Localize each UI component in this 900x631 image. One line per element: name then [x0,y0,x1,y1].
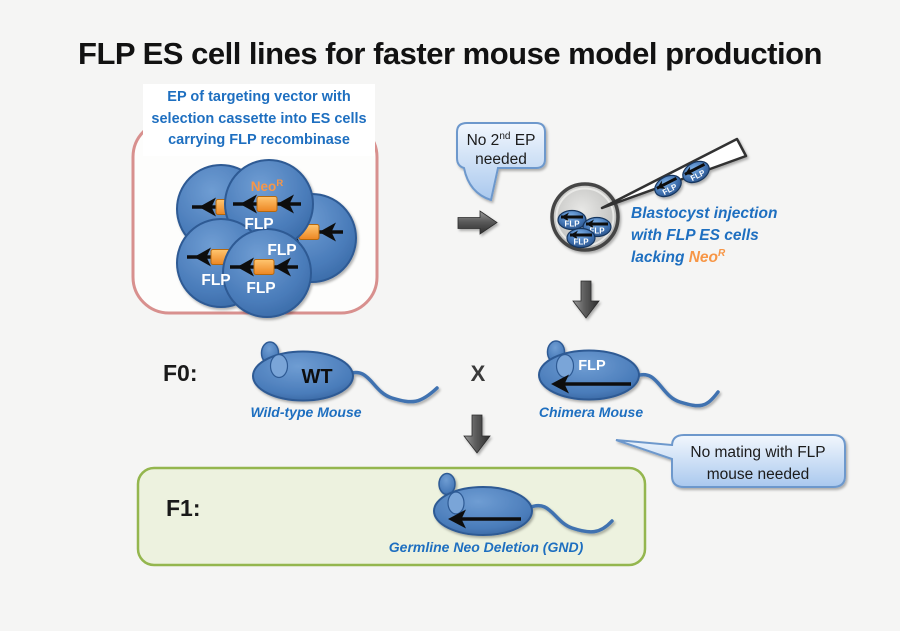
injection-caption: Blastocyst injection with FLP ES cells l… [631,205,777,266]
svg-text:FLP: FLP [589,227,605,236]
flp-cell-label: FLP [246,280,275,297]
svg-text:FLP: FLP [564,220,580,229]
arrow-right-icon [457,210,498,235]
bubble-shape [615,434,846,488]
bubble-text-line1: No mating with FLP [690,444,825,461]
mouse-head [269,353,289,379]
allele-arrowhead [551,374,569,394]
f0-label: F0: [163,360,198,386]
flp-cell-label: FLP [201,272,230,289]
mouse-tail [634,372,720,408]
mouse-head [447,491,465,515]
flp-cell-label: FLP [244,216,273,233]
ep-caption-line2: selection cassette into ES cells [151,110,367,127]
arrow-down-icon [463,414,491,454]
blastocyst-injection-group: FLP FLP FLP FLP FLP [550,137,748,252]
injection-caption-line3: lacking NeoR [631,248,726,266]
ep-caption-box: EP of targeting vector with selection ca… [143,84,375,156]
flp-cell-label: FLP [267,242,296,259]
wt-body-label: WT [301,366,332,388]
arrow-down-icon [572,280,600,319]
injection-needle [600,137,748,210]
chimera-mouse: FLP [538,340,720,408]
ep-caption-line3: carrying FLP recombinase [168,132,350,148]
ep-caption-line1: EP of targeting vector with [167,89,351,105]
bubble-text-line2: needed [475,151,527,168]
injection-caption-line2: with FLP ES cells [631,227,759,244]
mouse-body [433,486,533,536]
svg-text:FLP: FLP [573,238,589,247]
wt-caption: Wild-type Mouse [250,404,361,420]
chimera-flp-label: FLP [578,358,606,374]
neo-r-label: NeoR [251,178,284,194]
cross-symbol: X [471,361,486,386]
bubble-no-mating: No mating with FLP mouse needed [615,434,846,488]
f1-box [136,466,647,567]
wild-type-mouse: WT [252,341,439,404]
gnd-caption: Germline Neo Deletion (GND) [389,539,584,555]
mini-flp-cell: FLP [649,169,687,203]
allele-arrowhead [448,509,466,529]
injection-caption-line1: Blastocyst injection [631,205,777,222]
bubble-shape [456,122,546,202]
bubble-no-second-ep: No 2nd EP needed [456,122,546,202]
mini-flp-cell: FLP [556,209,588,231]
mini-flp-cell: FLP [565,227,597,249]
mouse-tail [346,370,439,404]
slide-title: FLP ES cell lines for faster mouse model… [78,36,822,71]
mouse-head [555,353,575,379]
f1-label: F1: [166,495,201,521]
mini-flp-cell: FLP [581,216,613,238]
mouse-tail [527,504,614,534]
es-cell-cluster: NeoR FLP FLP FLP FLP [176,159,357,318]
bubble-text-line1: No 2nd EP [467,131,536,149]
bubble-text-line2: mouse needed [707,466,810,483]
chimera-caption: Chimera Mouse [539,404,643,420]
gnd-mouse [433,472,614,536]
mini-flp-cell: FLP [677,155,715,189]
